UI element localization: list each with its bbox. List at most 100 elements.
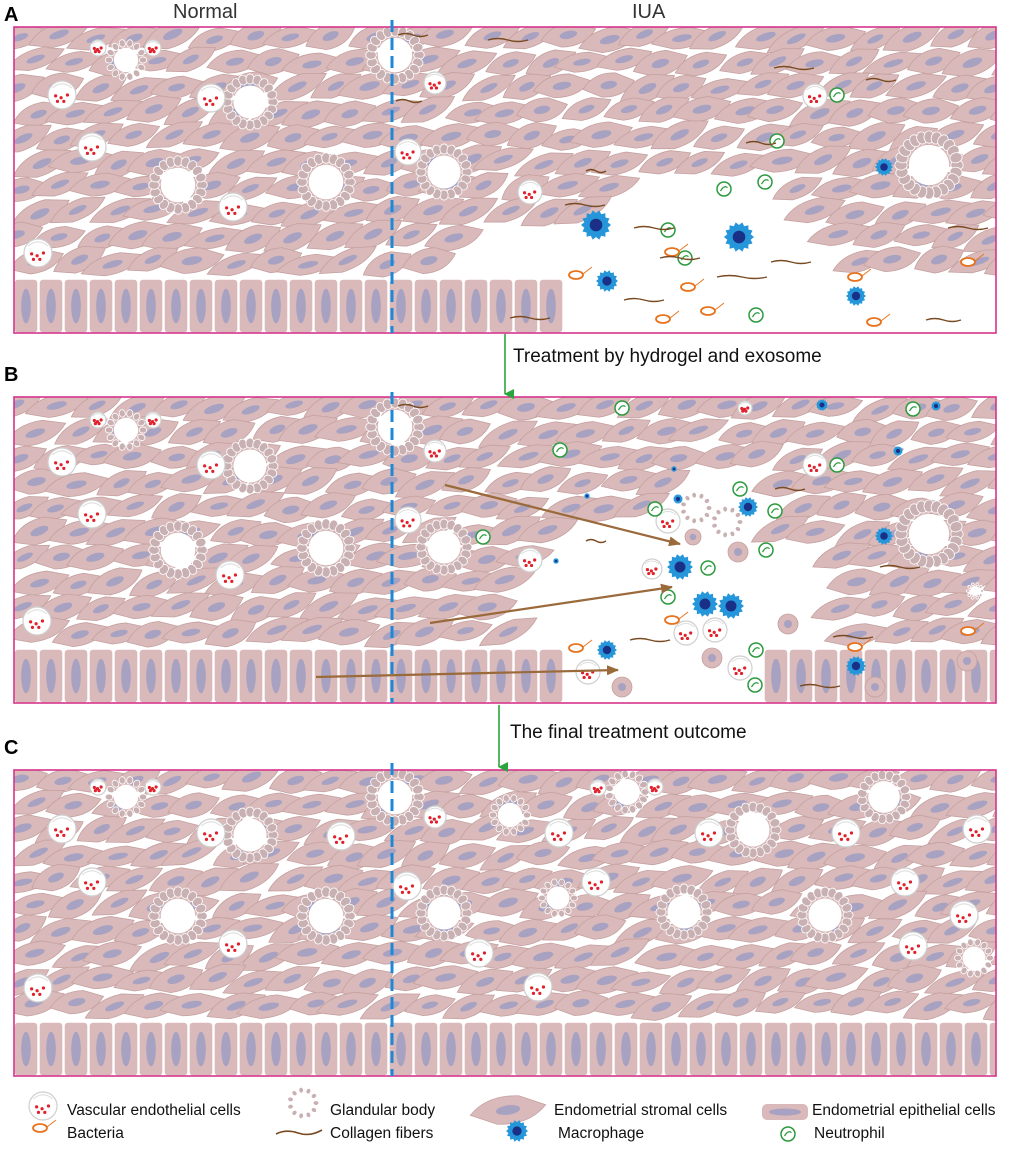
collagen-fiber xyxy=(585,538,607,544)
stromal-cell xyxy=(943,991,996,1014)
epithelial-cell xyxy=(113,648,139,703)
stromal-cell xyxy=(167,419,222,445)
collagen-fiber xyxy=(947,225,989,231)
stromal-cell xyxy=(766,27,827,54)
stromal-cell xyxy=(439,794,493,819)
epithelial-cell xyxy=(588,1021,614,1076)
stromal-cell xyxy=(803,964,869,991)
stromal-cell xyxy=(945,200,996,227)
stromal-cell xyxy=(148,965,204,994)
macrophage xyxy=(692,591,718,617)
neutrophil xyxy=(747,677,763,693)
epithelial-cell xyxy=(63,648,89,703)
stromal-cell xyxy=(574,914,627,940)
stromal-cell xyxy=(29,918,92,946)
stromal-cell xyxy=(474,101,535,126)
vascular-endothelial-cell xyxy=(581,867,611,897)
vascular-endothelial-cell xyxy=(77,132,107,162)
stromal-cell xyxy=(983,248,996,278)
stromal-cell xyxy=(971,397,996,419)
glandular-body xyxy=(221,437,279,495)
stromal-cell xyxy=(502,27,558,50)
stromal-cell xyxy=(515,97,569,123)
epithelial-cell xyxy=(838,1021,864,1076)
vascular-endothelial-cell xyxy=(89,39,107,57)
stromal-cell xyxy=(638,96,690,123)
glandular-body xyxy=(415,143,473,201)
glandular-body xyxy=(287,1086,320,1120)
stromal-cell xyxy=(678,944,733,969)
stromal-cell xyxy=(400,96,456,123)
stromal-cell xyxy=(619,73,676,104)
macrophage xyxy=(673,494,683,504)
collagen-fiber xyxy=(716,274,768,280)
vascular-endothelial-cell xyxy=(47,814,77,844)
epithelial-cell xyxy=(213,1021,239,1076)
glandular-body xyxy=(365,27,425,85)
stromal-cell xyxy=(964,865,996,893)
stromal-cell xyxy=(826,568,888,596)
stromal-cell xyxy=(263,496,318,524)
stromal-cell xyxy=(804,27,867,51)
collagen-fiber xyxy=(397,403,429,409)
epithelial-cell xyxy=(763,648,789,703)
stromal-cell xyxy=(469,1095,547,1125)
stromal-cell xyxy=(907,466,964,492)
stromal-cell xyxy=(313,417,379,442)
panel-letter-a: A xyxy=(4,4,19,26)
stromal-cell xyxy=(863,246,922,272)
stromal-cell xyxy=(102,443,162,469)
stromal-cell xyxy=(882,27,942,52)
epithelial-cell xyxy=(188,1021,214,1076)
vascular-endothelial-cell xyxy=(23,238,53,268)
stromal-cell xyxy=(789,939,842,966)
macrophage xyxy=(724,222,754,252)
transition-label-1: Treatment by hydrogel and exosome xyxy=(513,346,822,367)
stromal-cell xyxy=(86,845,150,868)
epithelial-cell xyxy=(363,278,389,333)
vascular-endothelial-cell xyxy=(423,439,447,463)
stromal-cell xyxy=(754,990,806,1014)
epithelial-cell xyxy=(213,278,239,333)
stromal-cell xyxy=(472,147,534,171)
stromal-cell xyxy=(638,150,692,175)
stromal-cell xyxy=(359,993,421,1020)
stromal-cell xyxy=(865,990,920,1014)
legend-label-macrophage: Macrophage xyxy=(558,1125,645,1142)
bacteria xyxy=(847,638,872,652)
stromal-cell xyxy=(267,866,324,892)
stromal-cell xyxy=(107,494,164,518)
stromal-cell xyxy=(477,888,539,917)
stromal-cell xyxy=(188,963,247,991)
neutrophil xyxy=(905,401,921,417)
stromal-cell xyxy=(925,397,978,422)
stromal-cell xyxy=(245,616,309,643)
stromal-cell xyxy=(459,546,515,573)
stromal-cell xyxy=(14,73,45,103)
stromal-cell xyxy=(478,420,538,448)
epithelial-cell xyxy=(938,1021,964,1076)
bacteria xyxy=(960,622,985,636)
vascular-endothelial-cell xyxy=(646,778,664,796)
stromal-cell xyxy=(772,176,823,201)
stromal-cell xyxy=(105,818,166,843)
bacteria xyxy=(664,243,689,257)
stromal-cell xyxy=(222,397,279,423)
stromal-cell xyxy=(667,418,730,442)
neutrophil xyxy=(767,503,783,519)
stromal-cell xyxy=(972,122,996,148)
stromal-cell xyxy=(461,397,517,418)
stromal-cell xyxy=(553,51,611,73)
stromal-cell xyxy=(525,49,577,77)
stromal-cell xyxy=(286,841,344,866)
glandular-body xyxy=(104,776,148,818)
stromal-cell xyxy=(590,938,651,966)
stromal-cell xyxy=(735,966,791,995)
vascular-endothelial-cell xyxy=(423,805,447,829)
stromal-cell xyxy=(14,892,65,916)
stromal-cell xyxy=(181,867,239,897)
macrophage xyxy=(667,554,693,580)
stromal-cell xyxy=(941,48,996,78)
stromal-cell xyxy=(14,199,70,229)
